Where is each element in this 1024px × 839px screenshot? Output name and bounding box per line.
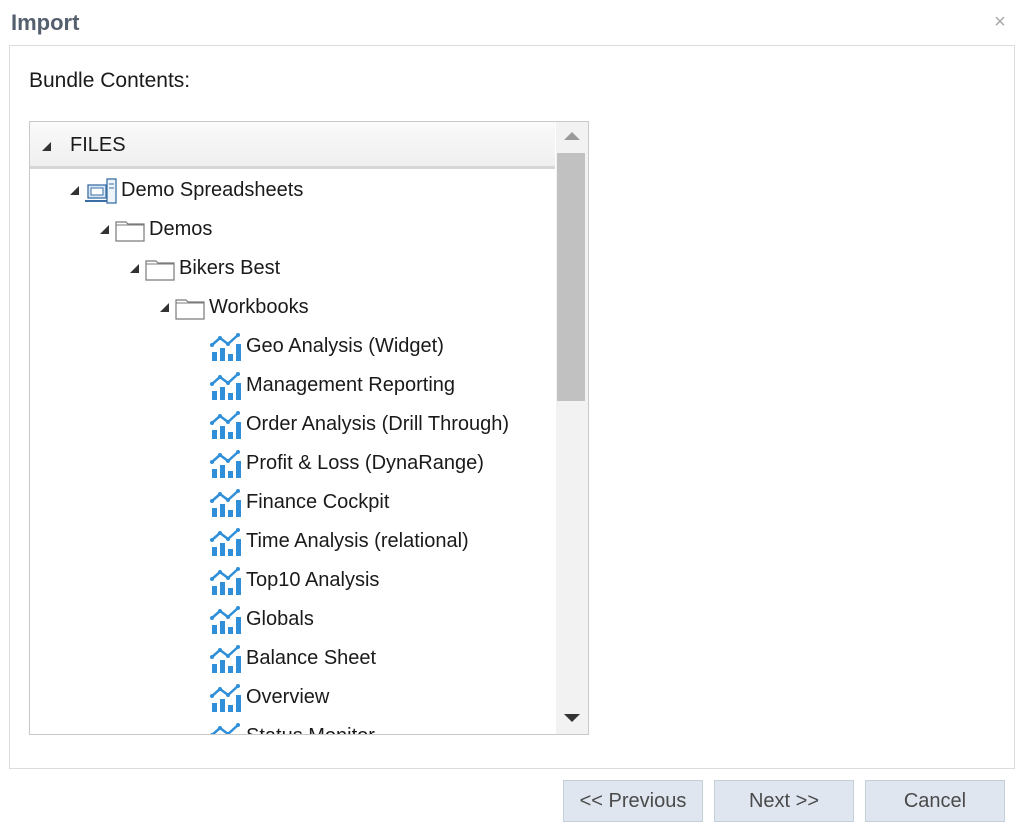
workbook-icon [210, 644, 242, 674]
tree-node-label: Overview [246, 686, 330, 708]
folder-icon [145, 257, 175, 281]
bundle-contents-label: Bundle Contents: [29, 69, 191, 92]
tree-node-overview[interactable]: Overview [210, 678, 329, 717]
workbook-icon [210, 488, 242, 518]
workbook-icon [210, 722, 242, 734]
tree-header-label: FILES [70, 134, 126, 156]
server-icon [85, 177, 117, 205]
tree-node-label: Management Reporting [246, 374, 456, 396]
tree-node-label: Demos [149, 218, 213, 240]
workbook-icon [210, 332, 242, 362]
scroll-up-arrow-icon[interactable] [564, 132, 580, 140]
close-icon[interactable]: × [994, 11, 1006, 33]
expand-triangle-icon[interactable] [70, 186, 79, 195]
tree-node-label: Globals [246, 608, 314, 630]
tree-node-label: Workbooks [209, 296, 309, 318]
previous-button[interactable]: << Previous [563, 780, 703, 822]
tree-node-status-monitor[interactable]: Status Monitor [210, 717, 375, 734]
tree-node-label: Demo Spreadsheets [121, 179, 304, 201]
workbook-icon [210, 371, 242, 401]
next-button[interactable]: Next >> [714, 780, 854, 822]
scrollbar-thumb[interactable] [557, 153, 585, 401]
tree-node-time-analysis[interactable]: Time Analysis (relational) [210, 522, 469, 561]
tree-node-label: Geo Analysis (Widget) [246, 335, 444, 357]
folder-icon [175, 296, 205, 320]
workbook-icon [210, 566, 242, 596]
tree-node-balance-sheet[interactable]: Balance Sheet [210, 639, 376, 678]
tree-header[interactable]: FILES [30, 122, 555, 169]
expand-triangle-icon[interactable] [130, 264, 139, 273]
tree-node-geo-analysis[interactable]: Geo Analysis (Widget) [210, 327, 444, 366]
workbook-icon [210, 605, 242, 635]
tree-node-label: Profit & Loss (DynaRange) [246, 452, 484, 474]
expand-triangle-icon[interactable] [42, 142, 51, 151]
tree-node-label: Time Analysis (relational) [246, 530, 469, 552]
tree-node-order-analysis[interactable]: Order Analysis (Drill Through) [210, 405, 509, 444]
tree-node-finance-cockpit[interactable]: Finance Cockpit [210, 483, 389, 522]
folder-icon [115, 218, 145, 242]
tree-node-demo-spreadsheets[interactable]: Demo Spreadsheets [70, 171, 303, 210]
tree-node-label: Bikers Best [179, 257, 281, 279]
tree-node-management-reporting[interactable]: Management Reporting [210, 366, 455, 405]
cancel-button[interactable]: Cancel [865, 780, 1005, 822]
content-panel: Bundle Contents: FILES Demo Spreadsheets… [9, 45, 1015, 769]
tree-node-profit-loss[interactable]: Profit & Loss (DynaRange) [210, 444, 484, 483]
tree-node-label: Balance Sheet [246, 647, 377, 669]
workbook-icon [210, 410, 242, 440]
workbook-icon [210, 449, 242, 479]
expand-triangle-icon[interactable] [100, 225, 109, 234]
tree-node-label: Order Analysis (Drill Through) [246, 413, 510, 435]
dialog-title: Import [11, 10, 80, 35]
tree-node-label: Top10 Analysis [246, 569, 380, 591]
workbook-icon [210, 527, 242, 557]
tree-node-label: Status Monitor [246, 725, 375, 734]
tree-node-demos[interactable]: Demos [100, 210, 212, 249]
tree-node-workbooks[interactable]: Workbooks [160, 288, 309, 327]
workbook-icon [210, 683, 242, 713]
scroll-down-arrow-icon[interactable] [564, 714, 580, 722]
expand-triangle-icon[interactable] [160, 303, 169, 312]
tree-node-bikers-best[interactable]: Bikers Best [130, 249, 280, 288]
tree-node-label: Finance Cockpit [246, 491, 390, 513]
vertical-scrollbar[interactable] [556, 122, 588, 734]
tree-node-top10-analysis[interactable]: Top10 Analysis [210, 561, 379, 600]
tree-node-globals[interactable]: Globals [210, 600, 314, 639]
